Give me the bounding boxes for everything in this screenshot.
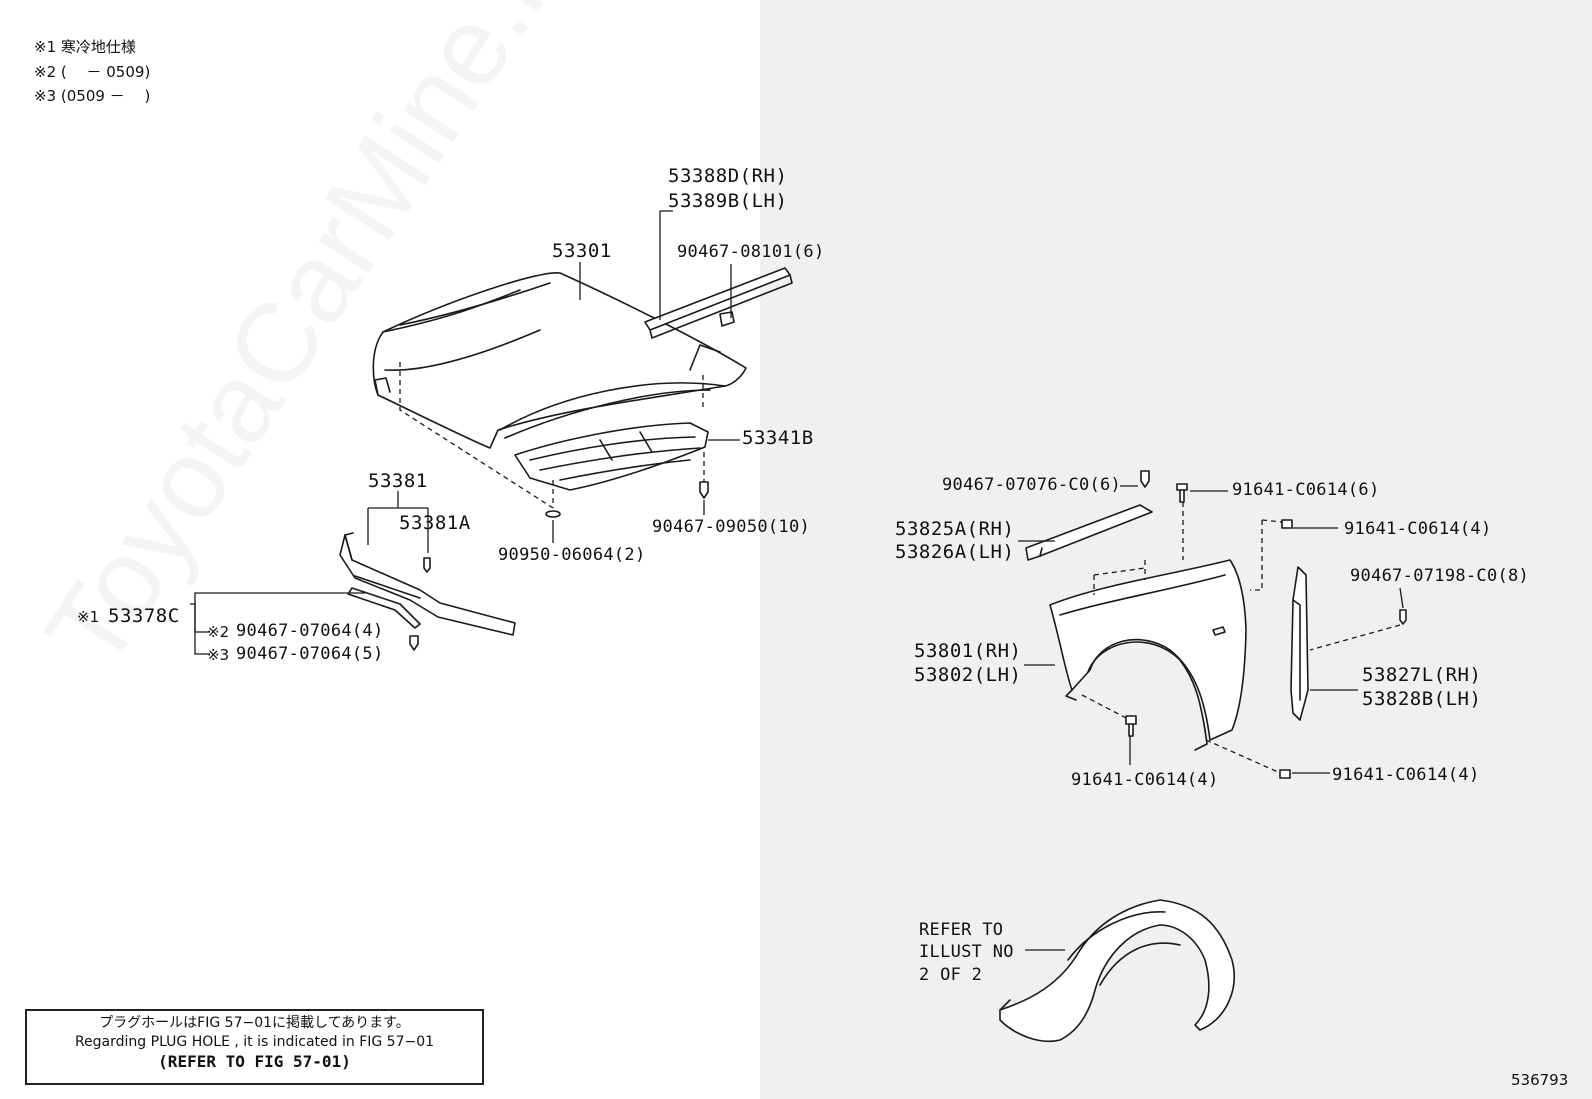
figure-number: 536793 — [1511, 1071, 1569, 1089]
label-clip-a-prefix: ※2 — [207, 623, 230, 641]
label-support[interactable]: 53381 — [368, 470, 428, 492]
fender-drawing — [1049, 559, 1247, 751]
label-bolt-rear-upper[interactable]: 91641-C0614(4) — [1344, 519, 1492, 539]
label-fender-seal-rh[interactable]: 53825A(RH) — [895, 518, 1015, 540]
hood-seal-drawing — [644, 267, 793, 339]
label-side-seal-lh[interactable]: 53828B(LH) — [1362, 688, 1482, 710]
fender-liner-drawing — [999, 899, 1235, 1043]
note-date-from: ※3 (0509 － ) — [34, 87, 151, 105]
plug-note-japanese: プラグホールはFIG 57−01に掲載してあります。 — [99, 1015, 410, 1031]
label-support-sub[interactable]: 53381A — [399, 512, 471, 534]
label-clip-a[interactable]: 90467-07064(4) — [236, 621, 384, 641]
hood-drawing — [372, 272, 747, 449]
label-hood-seal-rh[interactable]: 53388D(RH) — [668, 165, 788, 187]
label-refer-line1: REFER TO — [919, 920, 1004, 940]
label-fender-seal-lh[interactable]: 53826A(LH) — [895, 541, 1015, 563]
label-refer-line2: ILLUST NO — [919, 942, 1014, 962]
plug-note-refer-link[interactable]: (REFER TO FIG 57-01) — [158, 1052, 351, 1071]
label-refer-line3: 2 OF 2 — [919, 965, 983, 985]
support-bar-drawing — [339, 532, 516, 636]
label-plug-hood[interactable]: 90950-06064(2) — [498, 545, 646, 565]
label-clip-fender-top[interactable]: 90467-07076-C0(6) — [942, 475, 1122, 495]
note-cold-area: ※1 寒冷地仕様 — [34, 38, 136, 56]
label-clip-hood-seal[interactable]: 90467-08101(6) — [677, 242, 825, 262]
plug-note-english: Regarding PLUG HOLE , it is indicated in… — [74, 1034, 435, 1050]
fender-seal-drawing — [1025, 504, 1153, 561]
label-fender-rh[interactable]: 53801(RH) — [914, 640, 1022, 662]
label-hood-insulator[interactable]: 53341B — [742, 427, 814, 449]
label-bolt-top[interactable]: 91641-C0614(6) — [1232, 480, 1380, 500]
label-hood-seal-lh[interactable]: 53389B(LH) — [668, 190, 788, 212]
side-seal-drawing — [1290, 566, 1309, 721]
label-clip-side[interactable]: 90467-07198-C0(8) — [1350, 566, 1530, 586]
label-clip-b-prefix: ※3 — [207, 646, 230, 664]
label-bolt-front-lower[interactable]: 91641-C0614(4) — [1071, 770, 1219, 790]
clip-shapes — [409, 470, 1407, 779]
label-cold-part-prefix: ※1 — [77, 608, 100, 626]
label-cold-part[interactable]: 53378C — [108, 605, 180, 627]
label-hood[interactable]: 53301 — [552, 240, 612, 262]
label-bolt-rear-lower[interactable]: 91641-C0614(4) — [1332, 765, 1480, 785]
cold-bracket-drawing — [347, 587, 421, 629]
label-fender-lh[interactable]: 53802(LH) — [914, 664, 1022, 686]
plug-hole-note-box: プラグホールはFIG 57−01に掲載してあります。 Regarding PLU… — [25, 1009, 484, 1085]
label-side-seal-rh[interactable]: 53827L(RH) — [1362, 664, 1482, 686]
label-clip-insulator[interactable]: 90467-09050(10) — [652, 517, 811, 537]
note-date-until: ※2 ( － 0509) — [34, 63, 151, 81]
hood-insulator-drawing — [514, 422, 709, 491]
label-clip-b[interactable]: 90467-07064(5) — [236, 644, 384, 664]
